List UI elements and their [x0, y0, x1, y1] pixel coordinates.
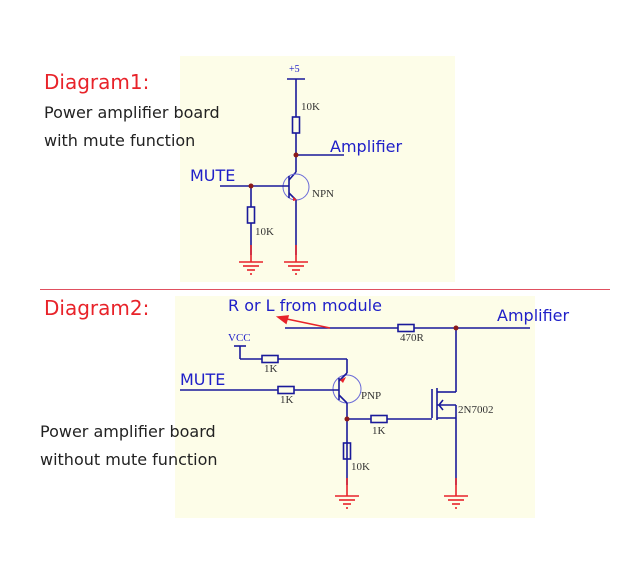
d1-output-label: Amplifier — [330, 137, 403, 156]
diagram2-description-line1: Power amplifier board — [40, 422, 216, 441]
d1-pullup-resistor — [291, 116, 301, 134]
d2-emitter-resistor-label: 1K — [264, 363, 278, 375]
d2-output-label: Amplifier — [497, 306, 570, 325]
d1-input-label: MUTE — [190, 166, 236, 185]
diagram1-description-line1: Power amplifier board — [44, 103, 220, 122]
diagram1-title: Diagram1: — [44, 70, 150, 94]
d2-series-resistor — [397, 323, 415, 333]
d2-supply-label: VCC — [228, 332, 251, 344]
d1-pullup-resistor-label: 10K — [301, 101, 320, 113]
d2-junction-collector — [344, 416, 350, 422]
d2-signal-arrow — [275, 315, 331, 329]
d2-ground-left-icon — [335, 478, 359, 509]
d2-pulldown-resistor — [342, 442, 352, 460]
d1-ground-right-icon — [284, 245, 308, 275]
separator-line — [40, 289, 610, 290]
d2-pnp-transistor-body — [332, 374, 362, 404]
d1-junction-collector — [293, 152, 299, 158]
diagram1-background — [180, 56, 455, 282]
d2-base-resistor — [277, 385, 295, 395]
d2-gate-resistor — [370, 414, 388, 424]
d1-pulldown-resistor — [246, 206, 256, 224]
diagram2-title: Diagram2: — [44, 296, 150, 320]
d1-supply-label: +5 — [289, 64, 300, 75]
d2-gate-resistor-label: 1K — [372, 425, 386, 437]
d2-transistor-label: PNP — [361, 390, 382, 402]
d2-pulldown-resistor-label: 10K — [351, 461, 370, 473]
d2-pnp-emitter-arrow — [340, 377, 346, 383]
d1-ground-left-icon — [239, 245, 263, 275]
d1-npn-transistor-body — [282, 173, 310, 201]
d2-base-resistor-label: 1K — [280, 394, 294, 406]
d1-junction-base — [248, 183, 254, 189]
d2-emitter-resistor — [261, 354, 279, 364]
d2-series-resistor-label: 470R — [400, 332, 424, 344]
diagram2-description-line2: without mute function — [40, 450, 218, 469]
d1-pulldown-resistor-label: 10K — [255, 226, 274, 238]
diagram2-background — [175, 296, 535, 518]
diagram1-description-line2: with mute function — [44, 131, 196, 150]
d2-junction-output — [453, 325, 459, 331]
d2-ground-right-icon — [444, 478, 468, 509]
d1-transistor-label: NPN — [312, 188, 335, 200]
d2-input-label: MUTE — [180, 370, 226, 389]
d2-signal-source-label: R or L from module — [228, 296, 382, 315]
d2-mosfet-label: 2N7002 — [458, 404, 494, 416]
